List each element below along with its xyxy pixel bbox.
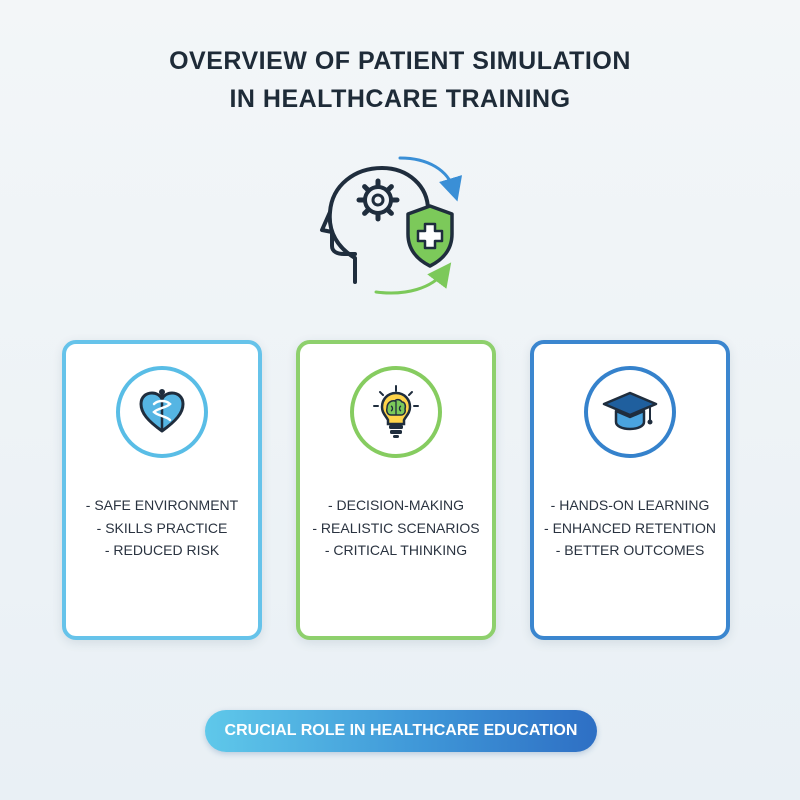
card-item: - CRITICAL THINKING (324, 542, 468, 558)
shield-cross-icon (406, 204, 454, 268)
gear-icon (356, 178, 400, 222)
card-item: - SKILLS PRACTICE (96, 519, 228, 536)
card-decision-making: - DECISION-MAKING - REALISTIC SCENARIOS … (296, 340, 496, 640)
arrow-blue-icon (398, 156, 463, 202)
card-item: - DECISION-MAKING (327, 497, 465, 513)
brain-lightbulb-icon (373, 385, 419, 438)
card-item: - HANDS-ON LEARNING (550, 497, 710, 513)
card-badge (350, 366, 442, 458)
card-badge (584, 366, 676, 458)
head-gear-shield-icon (320, 156, 463, 295)
page-title: OVERVIEW OF PATIENT SIMULATION IN HEALTH… (0, 42, 800, 118)
card-safe-environment: - SAFE ENVIRONMENT - SKILLS PRACTICE - R… (62, 340, 262, 640)
card-items: - HANDS-ON LEARNING - ENHANCED RETENTION… (534, 494, 726, 562)
card-item: - REALISTIC SCENARIOS (312, 519, 480, 536)
head-profile-icon (320, 166, 430, 284)
card-badge (116, 366, 208, 458)
graduation-cap-icon (602, 391, 658, 431)
arrow-green-icon (374, 262, 452, 295)
card-hands-on-learning: - HANDS-ON LEARNING - ENHANCED RETENTION… (530, 340, 730, 640)
card-item: - ENHANCED RETENTION (544, 519, 716, 536)
card-items: - DECISION-MAKING - REALISTIC SCENARIOS … (300, 494, 492, 562)
title-line-2: IN HEALTHCARE TRAINING (229, 85, 571, 113)
heart-caduceus-icon (139, 389, 185, 433)
card-items: - SAFE ENVIRONMENT - SKILLS PRACTICE - R… (66, 494, 258, 562)
card-item: - REDUCED RISK (104, 542, 220, 558)
card-item: - BETTER OUTCOMES (555, 542, 705, 558)
footer-banner: CRUCIAL ROLE IN HEALTHCARE EDUCATION (205, 710, 597, 752)
title-line-1: OVERVIEW OF PATIENT SIMULATION (169, 47, 631, 75)
card-item: - SAFE ENVIRONMENT (85, 497, 239, 513)
